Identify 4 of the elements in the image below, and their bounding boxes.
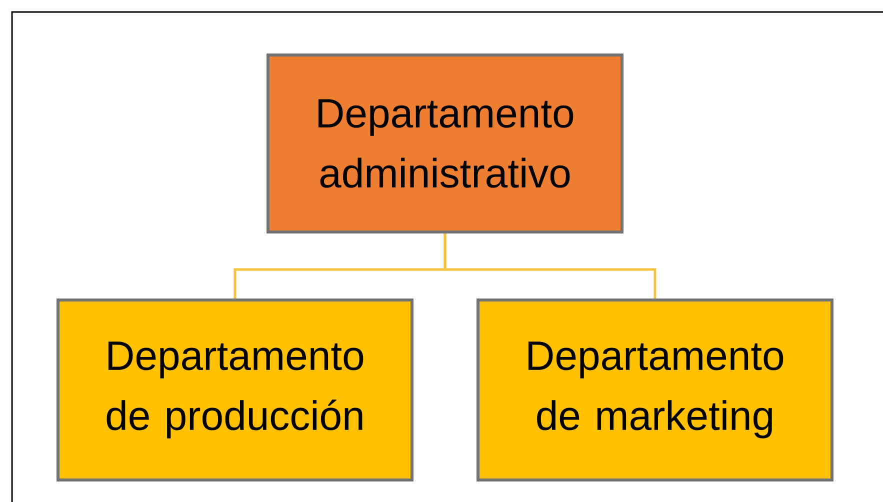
connector — [444, 234, 656, 298]
department-box: Departamento de producción — [56, 298, 414, 482]
department-box: Departamento de marketing — [476, 298, 834, 482]
department-box: Departamento administrativo — [266, 54, 624, 234]
